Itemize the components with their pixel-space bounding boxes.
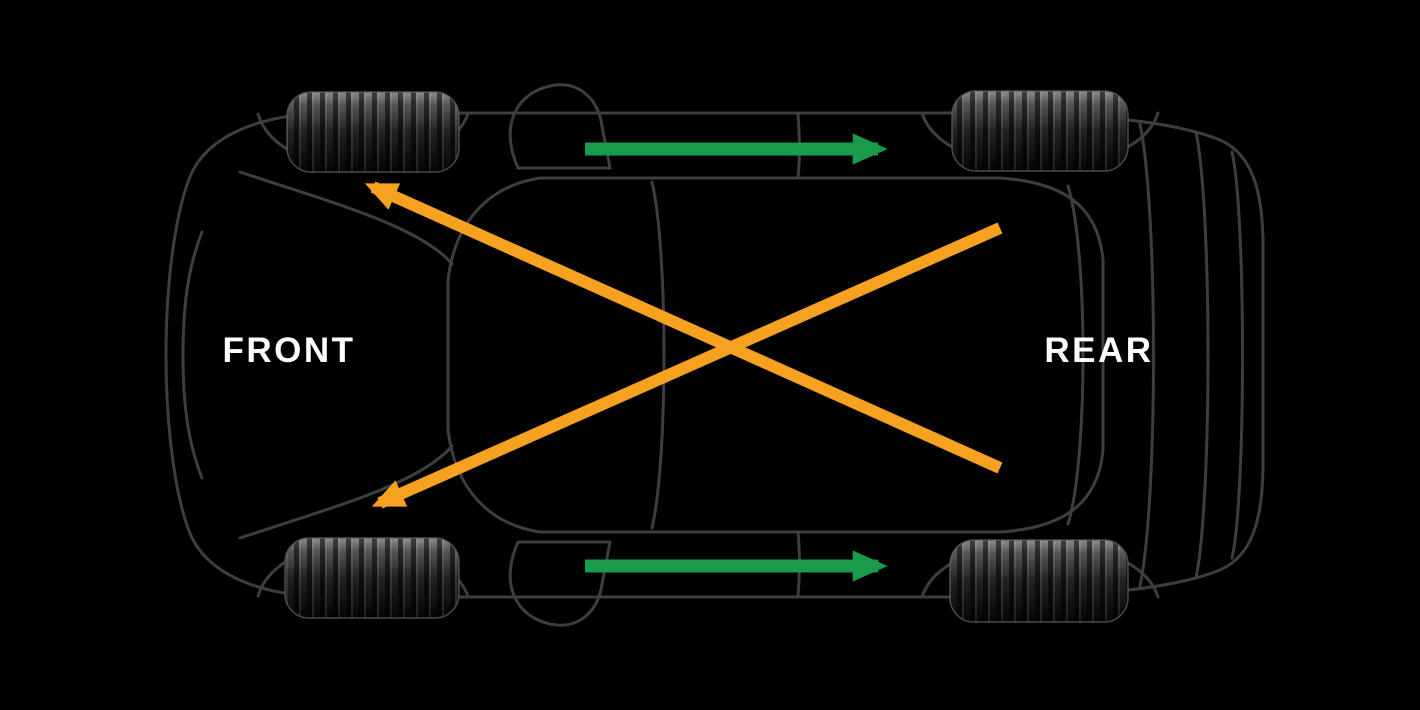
- side-mirror-top: [508, 83, 612, 170]
- tire-edge: [951, 90, 1129, 172]
- tire-front-top: [286, 91, 460, 173]
- tire-edge: [949, 539, 1129, 623]
- tire-tread: [952, 91, 1128, 171]
- front-label: FRONT: [222, 331, 356, 370]
- rear-bumper-line: [1230, 150, 1244, 560]
- front-bumper-line: [181, 230, 204, 480]
- hood-line-bottom: [238, 444, 454, 540]
- tire-rear-top: [951, 90, 1129, 172]
- rotation-arrows: [364, 133, 1003, 582]
- tire-edge: [284, 537, 460, 619]
- tire-tread: [950, 540, 1128, 622]
- rear-label: REAR: [1044, 331, 1154, 370]
- tire-front-bottom: [284, 537, 460, 619]
- tire-edge: [286, 91, 460, 173]
- cabin-outline: [446, 176, 1105, 534]
- tire-tread: [285, 538, 459, 618]
- roof-front-edge: [650, 180, 666, 530]
- side-mirror-bottom: [508, 540, 612, 627]
- rear-window-line: [1066, 184, 1085, 526]
- tire-tread: [287, 92, 459, 172]
- orange-arrow-to-top-front: [364, 181, 1003, 474]
- orange-arrow-to-bottom-front: [371, 222, 1003, 509]
- trunk-line-1: [1138, 122, 1155, 588]
- hood-line-top: [238, 170, 454, 266]
- trunk-line-2: [1194, 130, 1210, 580]
- tire-rear-bottom: [949, 539, 1129, 623]
